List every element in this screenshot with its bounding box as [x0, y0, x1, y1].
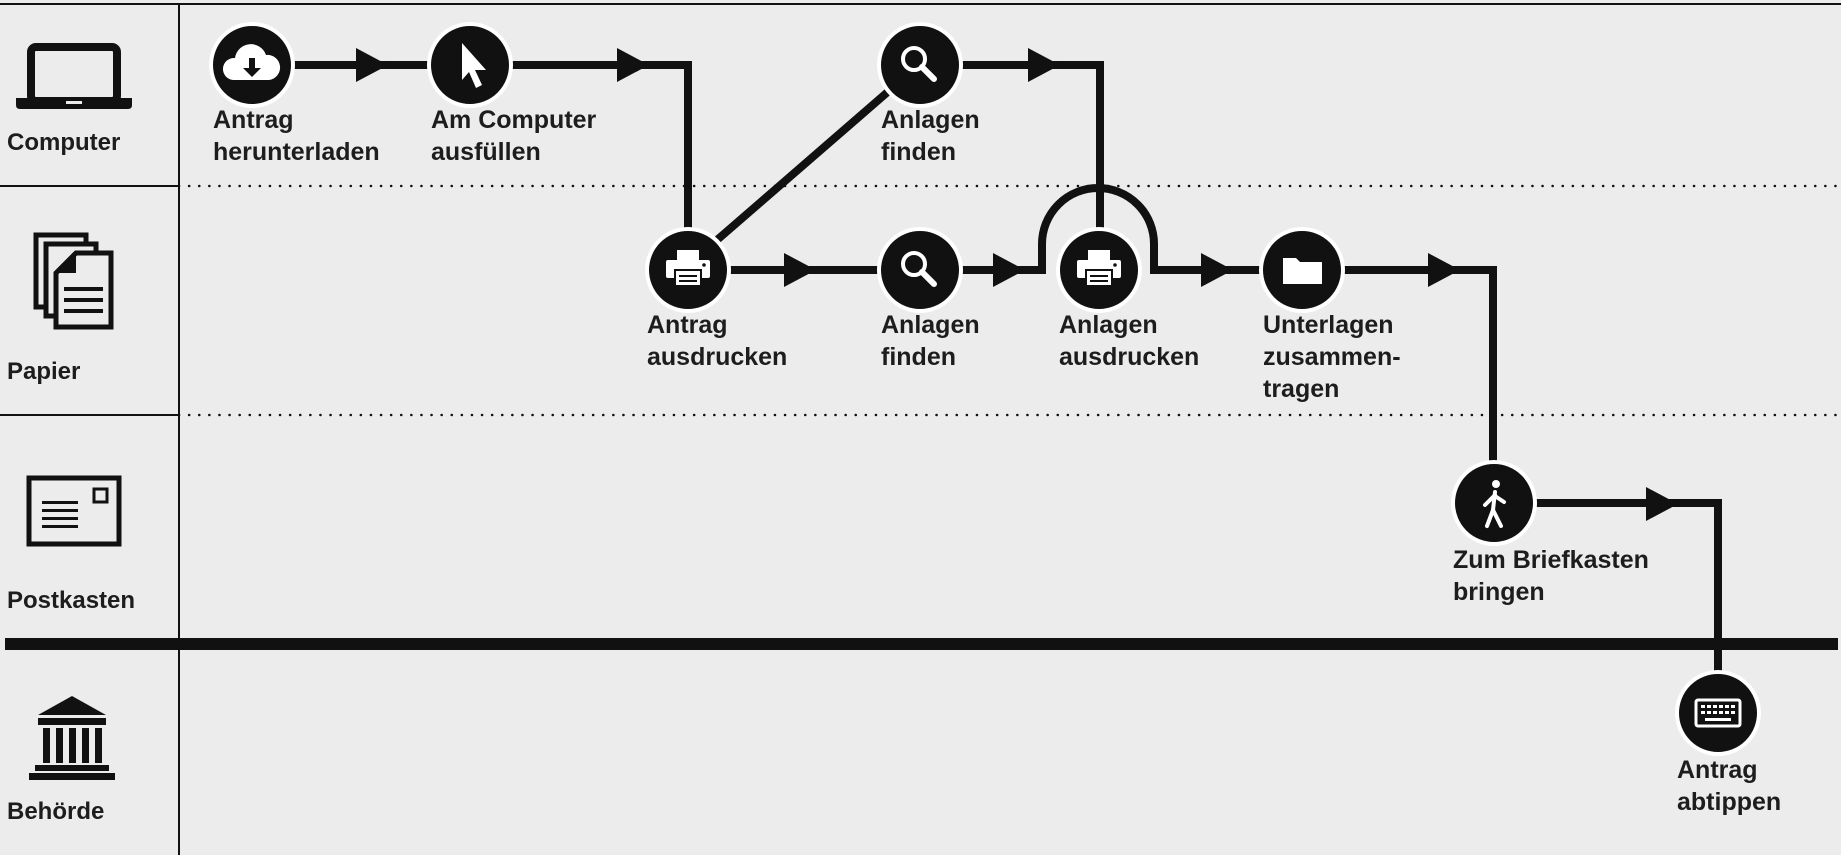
arrowhead — [617, 48, 649, 82]
lane-label-computer: Computer — [7, 129, 121, 156]
step-node — [209, 22, 295, 108]
step-node — [1675, 670, 1761, 756]
lane-structure — [0, 3, 1841, 855]
lane-label-papier: Papier — [7, 358, 81, 385]
step-label-anlagen-finden-computer: Anlagen finden — [881, 106, 980, 166]
connector — [956, 61, 1104, 261]
arrowhead — [356, 48, 388, 82]
folder-icon — [1283, 258, 1322, 284]
step-label-zum-briefkasten-bringen: Zum Briefkasten bringen — [1453, 546, 1649, 606]
arrowhead — [1028, 48, 1060, 82]
step-node — [1451, 460, 1537, 546]
step-node — [877, 22, 963, 108]
mouse-pointer-icon — [462, 43, 486, 88]
cloud-download-icon — [222, 44, 281, 80]
search-icon — [901, 46, 937, 82]
step-node — [877, 227, 963, 313]
arrowhead — [1646, 487, 1678, 521]
laptop-icon — [16, 43, 132, 109]
connector — [1303, 266, 1497, 494]
paper-stack-icon — [33, 232, 114, 330]
envelope-icon — [26, 475, 122, 547]
step-label-anlagen-ausdrucken: Anlagen ausdrucken — [1059, 311, 1200, 371]
step-label-antrag-abtippen: Antrag abtippen — [1677, 756, 1782, 816]
step-label-am-computer-ausfuellen: Am Computer ausfüllen — [431, 106, 597, 166]
arrowhead — [1428, 253, 1460, 287]
printer-icon — [1077, 250, 1121, 287]
step-label-anlagen-finden-papier: Anlagen finden — [881, 311, 980, 371]
connector — [470, 61, 692, 262]
connector — [955, 184, 1266, 274]
walking-person-icon — [1483, 480, 1506, 528]
step-label-antrag-ausdrucken: Antrag ausdrucken — [647, 311, 788, 371]
step-label-antrag-herunterladen: Antrag herunterladen — [213, 106, 380, 166]
step-label-unterlagen-zusammentragen: Unterlagen zusammen- tragen — [1263, 311, 1401, 403]
government-building-icon — [29, 696, 115, 780]
printer-icon — [666, 250, 710, 287]
arrowhead — [1201, 253, 1233, 287]
search-icon — [901, 251, 937, 287]
step-node — [427, 22, 513, 108]
keyboard-icon — [1694, 698, 1742, 728]
step-node — [645, 227, 731, 313]
arrowhead — [784, 253, 816, 287]
step-node — [1259, 227, 1345, 313]
lane-label-postkasten: Postkasten — [7, 587, 136, 614]
connector — [1494, 499, 1722, 705]
step-node — [1056, 227, 1142, 313]
connector — [714, 86, 893, 244]
arrowhead — [993, 253, 1025, 287]
lane-label-behoerde: Behörde — [7, 798, 105, 825]
